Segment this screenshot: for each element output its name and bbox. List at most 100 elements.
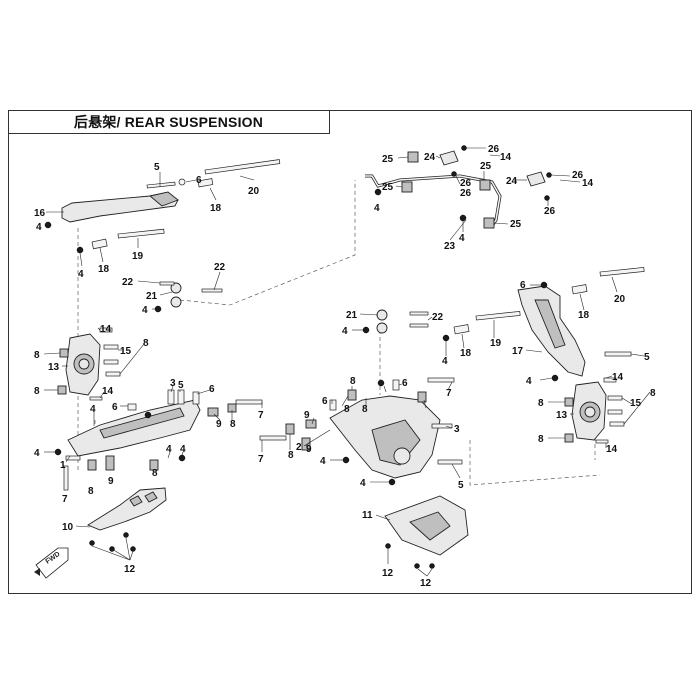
- callout-label: 15: [630, 398, 642, 409]
- pin-8c: [105, 371, 121, 377]
- bolt-3a: [167, 389, 175, 405]
- screw-12a-3: [123, 532, 129, 538]
- callout-label: 5: [458, 480, 464, 491]
- callout-label: 11: [362, 510, 373, 521]
- callout-label: 18: [578, 310, 590, 321]
- bolt-3b: [431, 423, 453, 429]
- callout-label: 8: [362, 404, 368, 415]
- callout-label: 4: [36, 222, 42, 233]
- right-skid-plate-assembly: [384, 495, 469, 569]
- bolt-5d: [437, 459, 463, 465]
- nut-4d: [144, 411, 152, 419]
- callout-label: 26: [544, 206, 556, 217]
- callout-label: 8: [538, 398, 544, 409]
- lower-arm-rib-left: [99, 407, 185, 439]
- callout-label: 9: [304, 410, 310, 421]
- right-lower-arm-assembly: [259, 377, 463, 486]
- callout-label: 14: [500, 152, 512, 163]
- right-stabilizer-link: [362, 309, 429, 334]
- nut-4b: [76, 246, 84, 254]
- callout-label: 4: [374, 203, 380, 214]
- callout-label: 4: [320, 456, 326, 467]
- nut-4k: [551, 374, 559, 382]
- sleeve-18b: [91, 238, 108, 250]
- callout-label: 14: [100, 324, 112, 335]
- nut-4c: [154, 305, 162, 313]
- stabilizer-bar-inner: [365, 175, 501, 227]
- bushing-25c: [479, 179, 491, 191]
- callout-labels: 4 16 5 6 20 18 19 4 18 22 22 21 4 14 8 1…: [34, 144, 656, 589]
- pin-15c: [607, 395, 623, 401]
- callout-label: 4: [78, 269, 84, 280]
- long-bolt-20a: [204, 159, 281, 175]
- nut-4i: [459, 214, 467, 222]
- sleeve-18d: [453, 324, 470, 335]
- screw-12c-2: [429, 563, 435, 569]
- callout-label: 12: [382, 568, 394, 579]
- callout-label: 22: [214, 262, 226, 273]
- clamp-24a: [439, 150, 459, 166]
- callout-label: 4: [180, 444, 186, 455]
- nut-4-link-r: [362, 326, 370, 334]
- bushing-8m: [285, 423, 295, 435]
- bolt-22a: [159, 281, 175, 286]
- callout-label: 8: [34, 350, 40, 361]
- nut-26d: [544, 195, 550, 201]
- callout-label: 25: [382, 154, 394, 165]
- bushing-9d: [301, 437, 311, 451]
- washer-6c: [127, 403, 137, 411]
- callout-label: 3: [454, 424, 460, 435]
- knuckle-hub-right: [584, 406, 596, 418]
- callout-label: 8: [88, 486, 94, 497]
- bushing-8g: [149, 459, 159, 471]
- callout-label: 10: [62, 522, 74, 533]
- bushing-8i: [564, 433, 574, 443]
- callout-label: 24: [424, 152, 436, 163]
- callout-label: 14: [102, 386, 114, 397]
- callout-label: 4: [142, 305, 148, 316]
- callout-label: 4: [459, 233, 465, 244]
- bushing-8h: [564, 397, 574, 407]
- nut-4f: [178, 454, 186, 462]
- callout-label: 4: [442, 356, 448, 367]
- callout-label: 6: [209, 384, 215, 395]
- upper-arm-right-rib: [534, 299, 566, 349]
- callout-label: 7: [446, 388, 452, 399]
- clamp-24b: [526, 171, 546, 187]
- callout-label: 13: [556, 410, 568, 421]
- stabilizer-bar-assembly: [365, 145, 552, 229]
- pin-14f: [595, 439, 609, 444]
- nut-4a: [44, 221, 52, 229]
- callout-label: 12: [420, 578, 432, 589]
- callout-label: 17: [512, 346, 524, 357]
- upper-arm-bushing-left: [149, 191, 179, 207]
- bolt-19b: [475, 311, 521, 321]
- washer-6f: [329, 399, 337, 411]
- bolt-7c: [427, 377, 455, 383]
- callout-label: 6: [196, 175, 202, 186]
- nut-26a: [461, 145, 467, 151]
- callout-label: 9: [216, 419, 222, 430]
- callout-label: 20: [614, 294, 626, 305]
- callout-label: 21: [346, 310, 358, 321]
- pin-8j: [609, 421, 625, 427]
- screw-12a-1: [89, 540, 95, 546]
- washer-6b: [192, 391, 200, 405]
- bushing-8l: [417, 391, 427, 403]
- callout-label: 24: [506, 176, 518, 187]
- bolt-19a: [117, 228, 165, 239]
- callout-label: 5: [154, 162, 160, 173]
- callout-label: 26: [460, 188, 472, 199]
- skid-plate-cutout-a: [129, 495, 143, 507]
- long-bolt-20b: [599, 267, 645, 277]
- bushing-8f: [87, 459, 97, 471]
- callout-label: 14: [582, 178, 594, 189]
- bolt-22b: [201, 288, 223, 293]
- callout-label: 26: [488, 144, 500, 155]
- pin-15b: [103, 359, 119, 365]
- callout-label: 26: [572, 170, 584, 181]
- callout-label: 12: [124, 564, 136, 575]
- callout-label: 4: [90, 404, 96, 415]
- callout-label: 4: [166, 444, 172, 455]
